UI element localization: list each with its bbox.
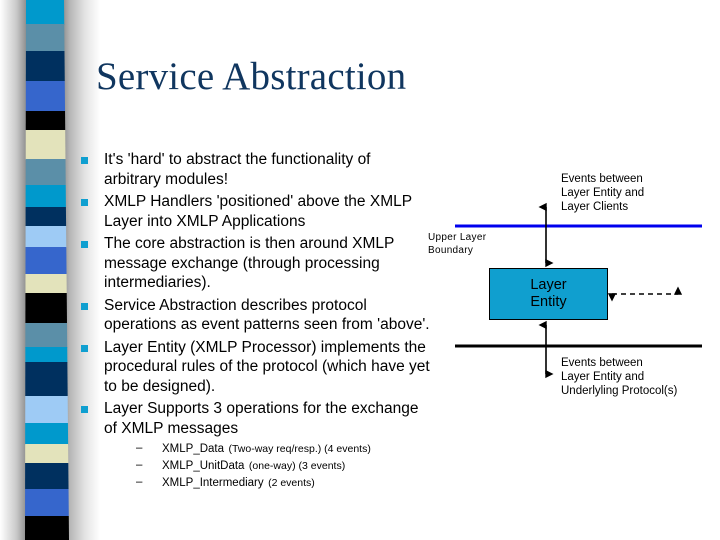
stripe-segment	[25, 396, 69, 423]
stripe-segment	[25, 130, 69, 160]
sub-bullet-detail: (one-way) (3 events)	[248, 460, 346, 472]
stripe-segment	[25, 516, 69, 540]
stripe-segment	[25, 0, 69, 25]
sub-bullet-name: XMLP_UnitData	[162, 460, 245, 472]
list-item: The core abstraction is then around XMLP…	[78, 234, 430, 293]
stripe-segment	[25, 185, 69, 207]
upper-events-label-line1: Events between	[561, 173, 643, 185]
stripe-segment	[25, 247, 69, 274]
lower-events-label-line2: Layer Entity and	[561, 371, 645, 383]
sub-bullet-detail: (Two-way req/resp.) (4 events)	[228, 443, 371, 455]
decorative-color-stripe	[0, 0, 100, 540]
stripe-segment	[25, 423, 69, 445]
stripe-segment	[25, 159, 69, 185]
stripe-segment	[25, 444, 69, 463]
list-item: XMLP Handlers 'positioned' above the XML…	[78, 192, 430, 231]
list-item: Layer Entity (XMLP Processor) implements…	[78, 338, 430, 397]
upper-events-label-line2: Layer Entity and	[561, 187, 645, 199]
bullet-square-icon	[81, 241, 88, 248]
diagram-lines	[455, 202, 702, 379]
sub-list-item: – XMLP_Data (Two-way req/resp.) (4 event…	[136, 440, 430, 457]
bullet-square-icon	[81, 157, 88, 164]
stripe-segment	[25, 207, 69, 226]
layer-entity-label-line2: Entity	[530, 294, 567, 310]
stripe-segment	[25, 489, 69, 516]
stripe-segment	[25, 293, 69, 323]
bullet-text: XMLP Handlers 'positioned' above the XML…	[104, 193, 412, 230]
bullet-square-icon	[81, 302, 88, 310]
bullet-square-icon	[81, 406, 88, 413]
layer-entity-label-line1: Layer	[530, 277, 567, 293]
dash-icon: –	[136, 476, 143, 488]
bullet-text: Layer Entity (XMLP Processor) implements…	[104, 338, 430, 395]
stripe-shadow-right	[62, 0, 100, 540]
bullet-square-icon	[81, 344, 88, 352]
list-item: It's 'hard' to abstract the functionalit…	[78, 150, 430, 189]
stripe-segment	[25, 226, 69, 248]
layer-entity-diagram: Layer Entity Events between Layer Entity…	[420, 160, 720, 410]
bullet-text: Service Abstraction describes protocol o…	[104, 296, 430, 334]
sub-list-item: – XMLP_Intermediary (2 events)	[136, 474, 430, 491]
stripe-color-segments	[25, 0, 69, 540]
bullet-text: Layer Supports 3 operations for the exch…	[104, 400, 419, 437]
sub-bullet-name: XMLP_Intermediary	[162, 477, 264, 489]
layer-entity-box[interactable]: Layer Entity	[489, 268, 608, 320]
sub-bullet-name: XMLP_Data	[162, 443, 225, 455]
stripe-segment	[25, 81, 69, 111]
stripe-segment	[25, 347, 69, 363]
dash-icon: –	[136, 442, 143, 454]
lower-events-label-line1: Events between	[561, 357, 643, 369]
bullet-list: It's 'hard' to abstract the functionalit…	[78, 150, 430, 494]
upper-boundary-label-line2: Boundary	[428, 245, 474, 256]
stripe-segment	[25, 274, 69, 293]
list-item: Service Abstraction describes protocol o…	[78, 296, 430, 335]
list-item: Layer Supports 3 operations for the exch…	[78, 399, 430, 491]
bullet-square-icon	[81, 199, 88, 206]
stripe-segment	[25, 463, 69, 489]
bullet-text: It's 'hard' to abstract the functionalit…	[104, 151, 371, 188]
upper-boundary-label-line1: Upper Layer	[428, 232, 487, 243]
bullet-text: The core abstraction is then around XMLP…	[104, 235, 395, 291]
stripe-segment	[25, 51, 69, 81]
lower-events-label-line3: Underlyling Protocol(s)	[561, 385, 678, 397]
sub-bullet-detail: (2 events)	[268, 477, 315, 489]
stripe-segment	[25, 24, 69, 51]
stripe-segment	[25, 323, 69, 348]
upper-events-label-line3: Layer Clients	[561, 201, 629, 213]
stripe-shadow-left	[0, 0, 30, 540]
sub-list-item: – XMLP_UnitData (one-way) (3 events)	[136, 457, 430, 474]
dash-icon: –	[136, 459, 143, 471]
stripe-segment	[25, 111, 69, 130]
stripe-segment	[25, 362, 69, 396]
page-title: Service Abstraction	[96, 55, 407, 98]
sub-bullet-list: – XMLP_Data (Two-way req/resp.) (4 event…	[104, 440, 430, 491]
